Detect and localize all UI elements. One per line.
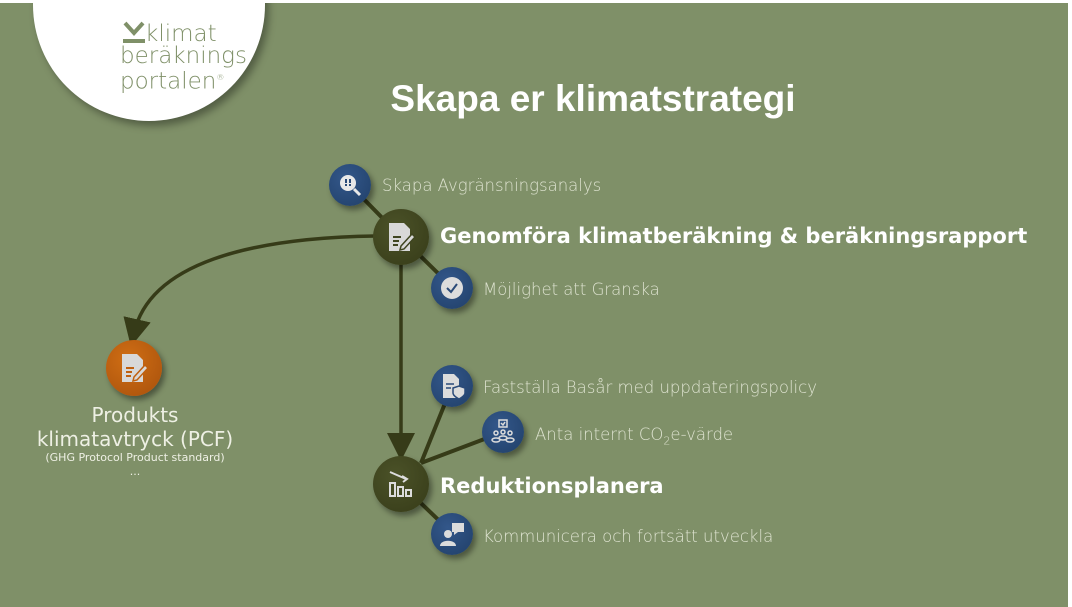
- slide: klimat beräknings portalen® Skapa er kli…: [0, 3, 1068, 607]
- pcf-ellipsis: ...: [129, 465, 141, 478]
- pcf-title: Produkts klimatavtryck (PCF) (GHG Protoc…: [20, 403, 250, 479]
- document-edit-icon: [389, 223, 416, 252]
- person-speech-bubble-icon: [440, 523, 464, 546]
- co2-label-prefix: Anta internt CO: [535, 425, 664, 444]
- logo-line1: klimat: [145, 21, 217, 47]
- co2-subscript: 2: [663, 434, 671, 448]
- review-node[interactable]: [431, 267, 473, 309]
- baseyear-node[interactable]: [431, 365, 473, 407]
- step-communicate-label: Kommunicera och fortsätt utveckla: [483, 527, 774, 546]
- document-shield-icon: [443, 374, 465, 400]
- pcf-line2: klimatavtryck (PCF): [36, 427, 234, 451]
- step-review-label: Möjlighet att Granska: [483, 280, 660, 299]
- pcf-line1: Produkts: [91, 403, 179, 427]
- step-reduction-label: Reduktionsplanera: [440, 474, 664, 498]
- step-co2-label: Anta internt CO2e-värde: [535, 425, 733, 447]
- logo-k-mark: [123, 21, 145, 43]
- step-baseyear-label: Fastställa Basår med uppdateringspolicy: [483, 378, 817, 397]
- pcf-standard: (GHG Protocol Product standard): [45, 451, 225, 464]
- reduction-node[interactable]: [373, 456, 429, 512]
- logo-line3: portalen: [120, 68, 217, 95]
- calc-node[interactable]: [373, 209, 429, 265]
- co2-node[interactable]: [482, 411, 524, 453]
- document-edit-icon: [122, 354, 149, 383]
- declining-chart-icon: [389, 471, 412, 497]
- pcf-node[interactable]: [106, 340, 162, 396]
- step-scope-label: Skapa Avgränsningsanalys: [382, 176, 602, 195]
- connector-lines: [123, 183, 504, 535]
- arrow-calc-pcf: [123, 234, 376, 347]
- scope-node[interactable]: [329, 164, 371, 206]
- magnifier-footprints-icon: [340, 175, 362, 197]
- logo-registered: ®: [216, 73, 225, 82]
- step-calc-label: Genomföra klimatberäkning & beräkningsra…: [440, 224, 1028, 248]
- communicate-node[interactable]: [431, 513, 473, 555]
- checkmark-icon: [441, 277, 463, 299]
- logo-line2: beräknings: [120, 43, 247, 69]
- page-title: Skapa er klimatstrategi: [390, 78, 796, 119]
- co2-label-suffix: e-värde: [670, 425, 734, 444]
- group-meeting-icon: [491, 419, 515, 443]
